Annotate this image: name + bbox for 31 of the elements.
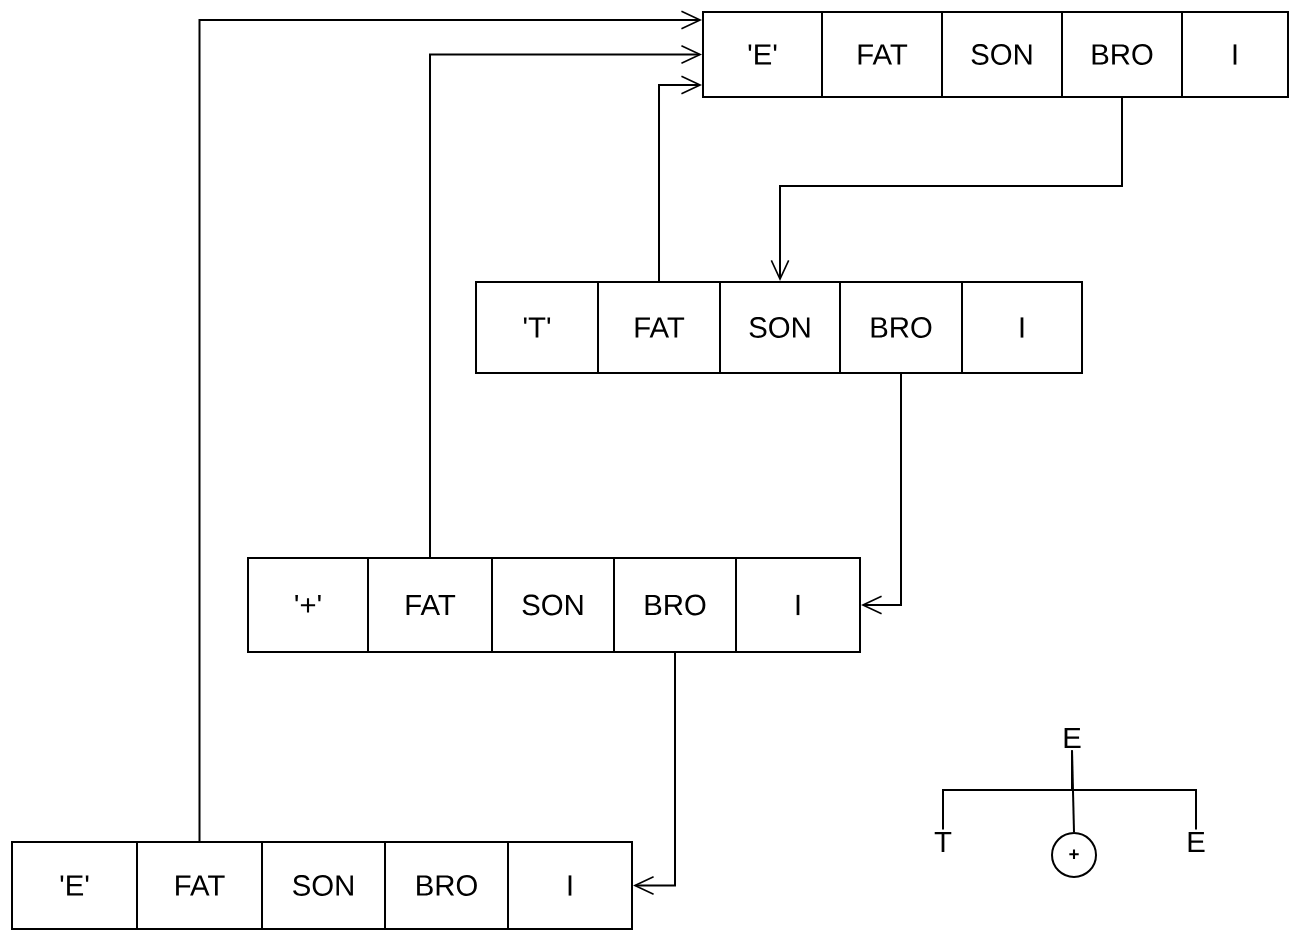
record-cell: I [961, 281, 1083, 374]
arrow [770, 97, 1123, 281]
tree-label: T [934, 831, 952, 853]
record-cell: SON [719, 281, 841, 374]
record-cell: BRO [384, 841, 509, 930]
record-cell: FAT [597, 281, 721, 374]
tree-label: E [1188, 831, 1205, 853]
record-cell: SON [941, 11, 1063, 98]
record-cell: 'T' [475, 281, 599, 374]
arrow [198, 10, 702, 842]
record-cell: '+' [247, 557, 369, 653]
record-cell: I [1181, 11, 1289, 98]
arrow [861, 373, 902, 615]
record-cell: 'E' [702, 11, 823, 98]
tree-label: E [1064, 727, 1081, 749]
arrow [429, 45, 702, 558]
circled-operator: + [1051, 832, 1097, 878]
arrow [633, 652, 676, 895]
record-cell: I [735, 557, 861, 653]
tree-branch [1071, 749, 1197, 831]
record-cell: BRO [1061, 11, 1183, 98]
record-cell: FAT [821, 11, 943, 98]
record-cell: SON [491, 557, 615, 653]
record-cell: FAT [367, 557, 493, 653]
record-cell: 'E' [11, 841, 138, 930]
record-cell: FAT [136, 841, 263, 930]
record-cell: BRO [613, 557, 737, 653]
record-cell: SON [261, 841, 386, 930]
arrow [658, 75, 702, 282]
record-cell: BRO [839, 281, 963, 374]
record-cell: I [507, 841, 633, 930]
